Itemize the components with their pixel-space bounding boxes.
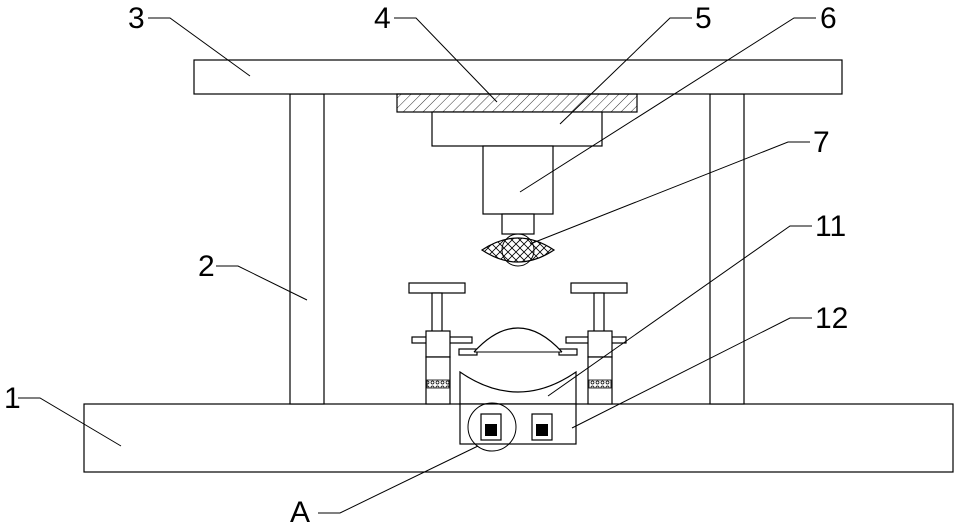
leader-7: [530, 142, 810, 244]
label-mount-block: 5: [695, 2, 712, 35]
label-ram: 6: [820, 2, 837, 35]
label-base: 1: [4, 382, 21, 415]
slider-right-core: [536, 424, 548, 436]
label-top-plate: 3: [128, 2, 145, 35]
top-plate: [194, 60, 842, 94]
friction-pad: [397, 94, 637, 112]
ram-rod: [502, 214, 534, 234]
mount-block: [432, 112, 602, 146]
workpiece: [474, 328, 562, 352]
right-column: [710, 94, 744, 404]
label-saddle-block: 11: [815, 210, 846, 243]
label-column: 2: [198, 250, 215, 283]
ram-cylinder: [483, 146, 553, 214]
label-detail-a: A: [290, 496, 310, 529]
label-press-head: 7: [813, 126, 830, 159]
slider-left-core: [485, 424, 497, 436]
left-column: [290, 94, 324, 404]
label-friction-pad: 4: [374, 2, 391, 35]
slide-seat: [460, 404, 576, 444]
label-slide-seat: 12: [815, 302, 848, 335]
